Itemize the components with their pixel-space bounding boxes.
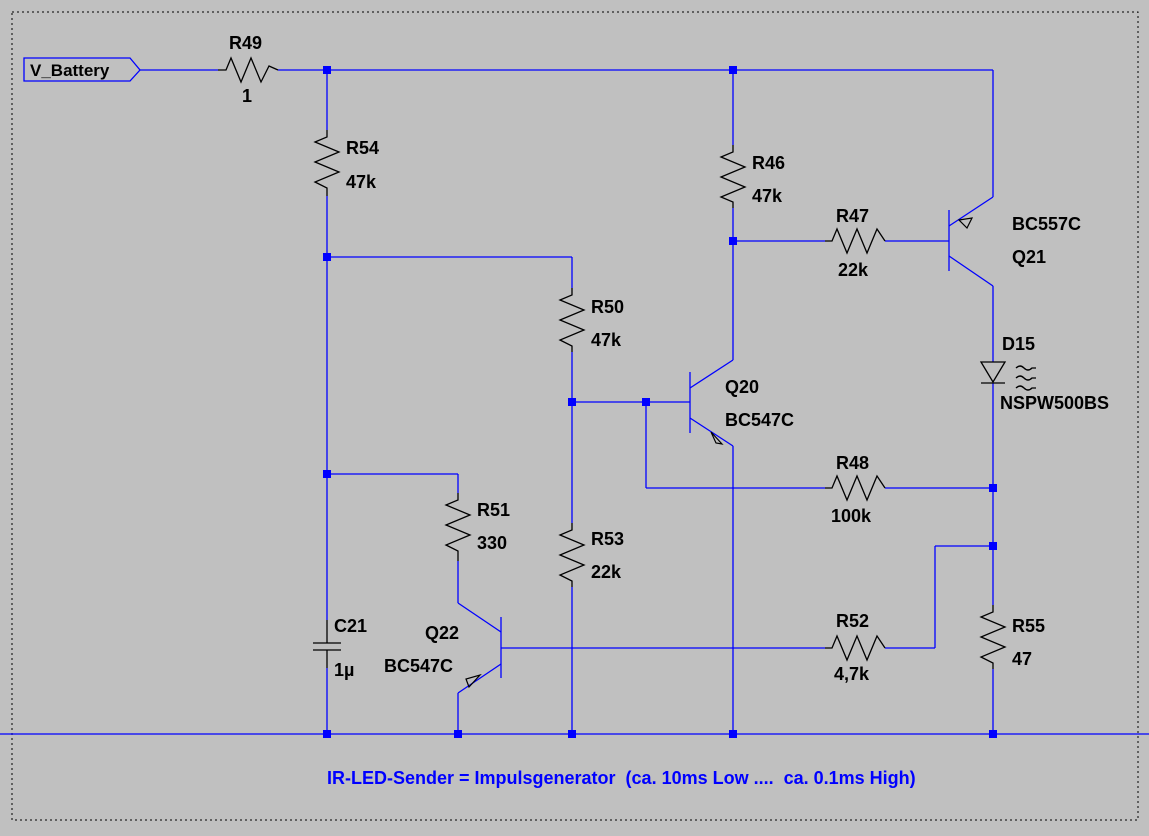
junction-dot [989,484,997,492]
resistor-r46-symbol [719,145,747,208]
r54-ref: R54 [346,138,379,158]
c21-ref: C21 [334,616,367,636]
junction-dot [323,730,331,738]
c21-value: 1µ [334,660,354,680]
r50-ref: R50 [591,297,624,317]
r46-ref: R46 [752,153,785,173]
q21-emitter-arrow [957,217,974,230]
r52-value: 4,7k [834,664,870,684]
resistor-r53-symbol [558,523,586,587]
r53-value: 22k [591,562,622,582]
q22-ref: Q22 [425,623,459,643]
r51-ref: R51 [477,500,510,520]
r53-ref: R53 [591,529,624,549]
junction-dot [323,253,331,261]
r46-value: 47k [752,186,783,206]
r52-ref: R52 [836,611,869,631]
v-battery-label: V_Battery [30,61,110,80]
r50-value: 47k [591,330,622,350]
q20-ref: Q20 [725,377,759,397]
junction-dot [989,542,997,550]
r51-value: 330 [477,533,507,553]
r48-value: 100k [831,506,872,526]
r49-value: 1 [242,86,252,106]
resistor-r50-symbol [558,288,586,352]
resistor-r51-symbol [444,493,472,561]
resistor-r55-symbol [979,605,1007,669]
junction-dot [729,66,737,74]
r48-ref: R48 [836,453,869,473]
sheet-border [11,11,1139,821]
resistor-r52-symbol [825,634,886,662]
junction-dot [729,237,737,245]
junction-dot [454,730,462,738]
junction-dot [642,398,650,406]
v-battery-port [23,57,141,82]
q22-value: BC547C [384,656,453,676]
junction-dot [568,730,576,738]
r47-value: 22k [838,260,869,280]
q20-emitter-arrow [710,431,724,445]
resistor-r49-symbol [218,56,279,84]
resistor-r48-symbol [825,474,886,502]
led-d15-symbol [979,361,1036,391]
resistor-r47-symbol [825,227,886,255]
junction-dot [729,730,737,738]
r47-ref: R47 [836,206,869,226]
q22-emitter-arrow [465,673,482,689]
junction-dot [323,66,331,74]
r54-value: 47k [346,172,377,192]
schematic-note: IR-LED-Sender = Impulsgenerator (ca. 10m… [327,768,916,788]
junction-dot [568,398,576,406]
resistor-r54-symbol [313,130,341,196]
capacitor-c21-symbol [313,620,341,668]
d15-value: NSPW500BS [1000,393,1109,413]
junction-dot [323,470,331,478]
r55-ref: R55 [1012,616,1045,636]
q21-value: BC557C [1012,214,1081,234]
d15-ref: D15 [1002,334,1035,354]
junction-dot [989,730,997,738]
q20-value: BC547C [725,410,794,430]
r55-value: 47 [1012,649,1032,669]
q21-ref: Q21 [1012,247,1046,267]
r49-ref: R49 [229,33,262,53]
